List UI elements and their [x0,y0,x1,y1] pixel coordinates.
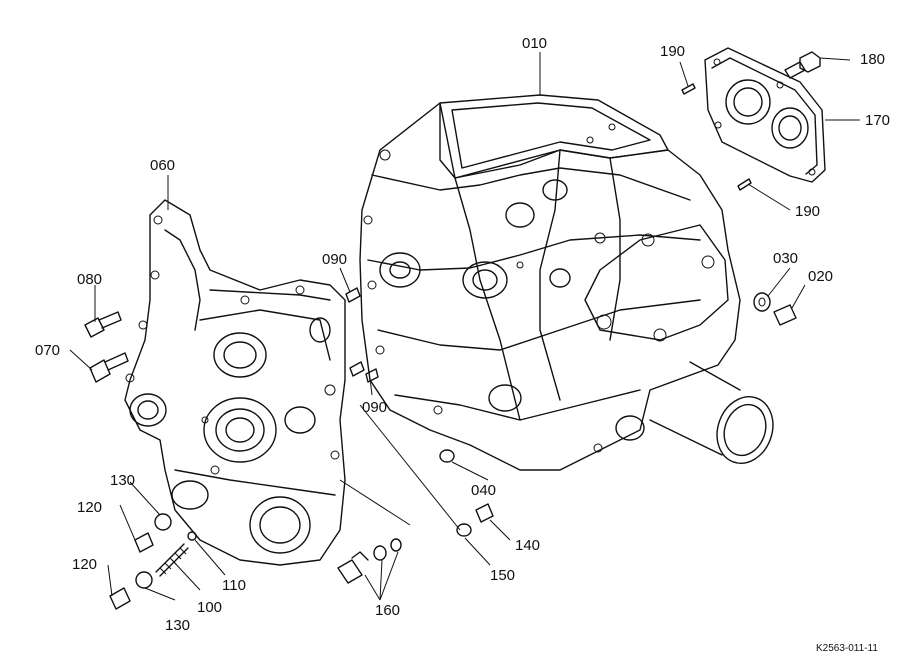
pin-190-upper [681,83,696,95]
reference-code: K2563-011-11 [816,643,878,654]
label-180: 180 [860,51,885,68]
pin-090-upper [345,287,361,303]
washer-030 [753,292,771,312]
fitting-160 [337,538,402,584]
ball-110 [187,531,197,541]
plug-020 [773,304,797,326]
oring-040 [439,449,455,463]
label-140: 140 [515,537,540,554]
plug-120-upper [134,532,154,553]
front-cover [124,199,346,566]
label-090-upper: 090 [322,251,347,268]
label-160: 160 [375,602,400,619]
label-150: 150 [490,567,515,584]
label-060: 060 [150,157,175,174]
label-110: 110 [222,577,246,594]
plug-140 [475,503,494,523]
label-170: 170 [865,112,890,129]
main-case-housing [359,94,774,471]
label-090-lower: 090 [362,399,387,416]
washer-130-lower [135,571,153,589]
label-040: 040 [471,482,496,499]
bolt-080 [84,311,122,338]
oring-150 [456,523,472,537]
bolt-070 [89,352,129,383]
label-080: 080 [77,271,102,288]
label-190-lower: 190 [795,203,820,220]
label-020: 020 [808,268,833,285]
pin-190-lower [737,178,752,191]
plug-120-lower [109,587,131,610]
part-labels: 010 190 180 170 190 030 020 060 080 070 … [35,35,890,654]
label-070: 070 [35,342,60,359]
label-100: 100 [197,599,222,616]
washer-130-upper [154,513,172,531]
label-190-upper: 190 [660,43,685,60]
label-120-lower: 120 [72,556,97,573]
label-120-upper: 120 [77,499,102,516]
label-130-upper: 130 [110,472,135,489]
label-010: 010 [522,35,547,52]
rear-cover-plate [704,47,826,183]
label-130-lower: 130 [165,617,190,634]
leader-lines [69,52,860,601]
pin-090-lower [349,361,379,383]
label-030: 030 [773,250,798,267]
bolt-180 [784,51,821,79]
